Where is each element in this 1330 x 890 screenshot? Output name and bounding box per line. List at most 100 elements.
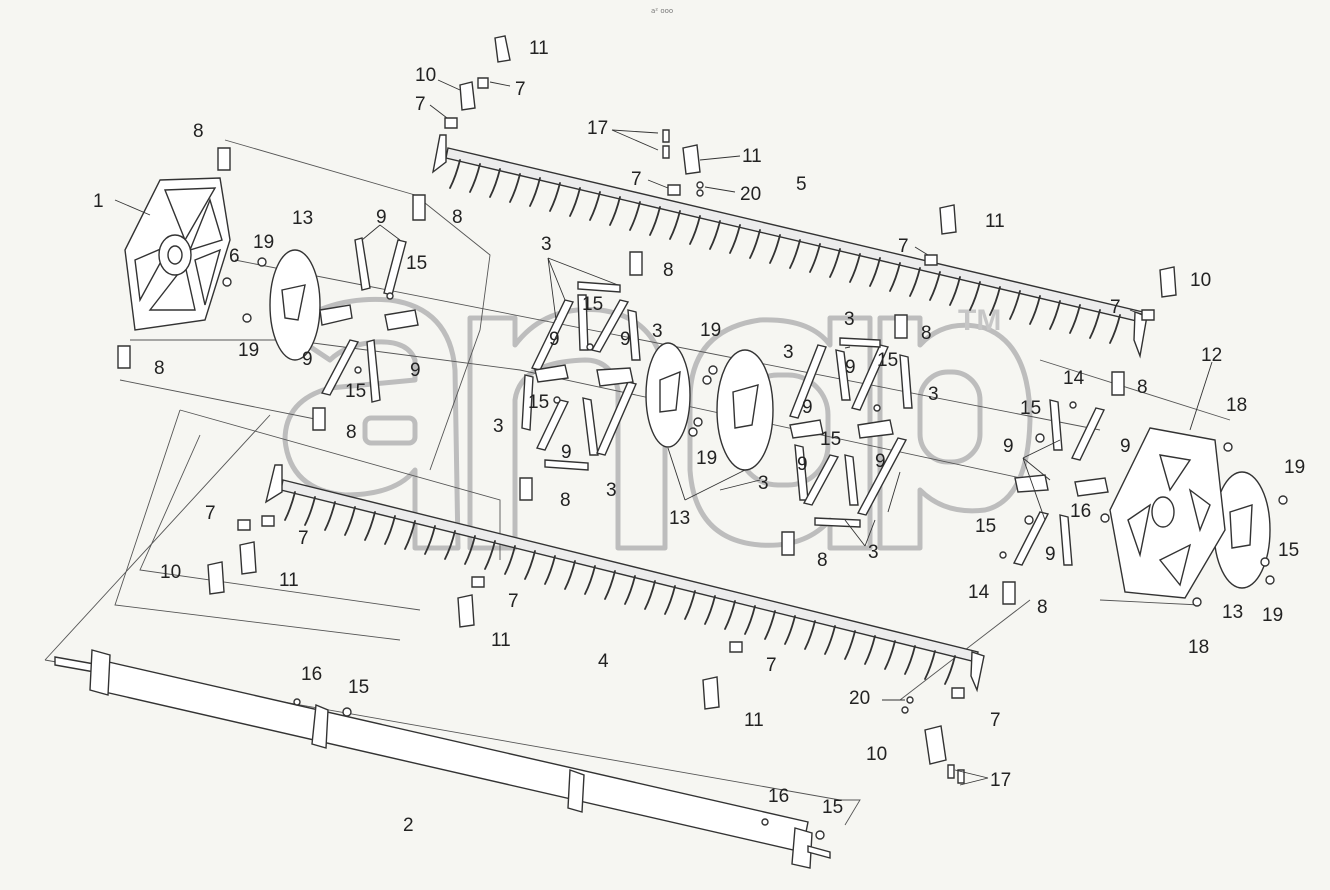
- callout-9: 9: [1003, 436, 1014, 457]
- callout-15: 15: [582, 294, 603, 315]
- callout-13: 13: [292, 208, 313, 229]
- callout-9: 9: [376, 207, 387, 228]
- callout-11: 11: [529, 38, 549, 59]
- callout-9: 9: [875, 451, 886, 472]
- reel-spider-left: [124, 177, 231, 331]
- callout-7: 7: [515, 79, 526, 100]
- callout-1: 1: [93, 191, 104, 212]
- callout-15: 15: [1020, 398, 1041, 419]
- callout-14: 14: [968, 582, 990, 603]
- leader-lines: [114, 79, 1213, 786]
- callout-labels: 1 2 3 3 3 3 3 3 3 3 3 4 5 6 7 7 7 7 7 7 …: [93, 38, 1305, 836]
- callout-11: 11: [985, 211, 1005, 232]
- callout-8: 8: [817, 550, 828, 571]
- callout-11: 11: [491, 630, 511, 651]
- callout-15: 15: [820, 429, 841, 450]
- tine-bar-lower: [264, 464, 985, 693]
- callout-3: 3: [758, 473, 769, 494]
- callout-8: 8: [663, 260, 674, 281]
- callout-8: 8: [921, 323, 932, 344]
- callout-7: 7: [298, 528, 309, 549]
- reel-spider-right: [1109, 427, 1226, 599]
- callout-9: 9: [561, 442, 572, 463]
- tine-bar-upper: [431, 134, 1148, 359]
- hardware-parts: [117, 35, 1288, 840]
- callout-11: 11: [742, 146, 762, 167]
- callout-7: 7: [1110, 297, 1121, 318]
- callout-7: 7: [898, 236, 909, 257]
- callout-5: 5: [796, 174, 807, 195]
- callout-3: 3: [928, 384, 939, 405]
- callout-8: 8: [1137, 377, 1148, 398]
- callout-15: 15: [877, 350, 898, 371]
- callout-3: 3: [868, 542, 879, 563]
- callout-7: 7: [631, 169, 642, 190]
- callout-15: 15: [975, 516, 996, 537]
- trademark-mark: TM: [958, 304, 1001, 337]
- callout-19: 19: [700, 320, 721, 341]
- callout-9: 9: [797, 454, 808, 475]
- callout-15: 15: [406, 253, 427, 274]
- callout-16: 16: [301, 664, 322, 685]
- reel-disk-center-a: [645, 342, 691, 448]
- reel-arms: [319, 237, 1109, 566]
- callout-15: 15: [345, 381, 366, 402]
- callout-10: 10: [160, 562, 181, 583]
- callout-20: 20: [849, 688, 870, 709]
- callout-3: 3: [541, 234, 552, 255]
- callout-9: 9: [845, 357, 856, 378]
- callout-16: 16: [768, 786, 789, 807]
- callout-7: 7: [415, 94, 426, 115]
- callout-10: 10: [1190, 270, 1211, 291]
- callout-7: 7: [508, 591, 519, 612]
- reel-disk-center-b: [716, 349, 774, 471]
- callout-2: 2: [403, 815, 414, 836]
- callout-10: 10: [866, 744, 887, 765]
- callout-19: 19: [238, 340, 259, 361]
- callout-9: 9: [1045, 544, 1056, 565]
- callout-17: 17: [587, 118, 608, 139]
- callout-15: 15: [822, 797, 843, 818]
- callout-13: 13: [669, 508, 690, 529]
- callout-15: 15: [528, 392, 549, 413]
- callout-9: 9: [410, 360, 421, 381]
- callout-10: 10: [415, 65, 436, 86]
- callout-7: 7: [990, 710, 1001, 731]
- callout-8: 8: [1037, 597, 1048, 618]
- callout-4: 4: [598, 651, 609, 672]
- callout-9: 9: [802, 397, 813, 418]
- callout-15: 15: [348, 677, 369, 698]
- header-caption: a² ooo: [651, 7, 673, 15]
- callout-3: 3: [844, 309, 855, 330]
- callout-3: 3: [493, 416, 504, 437]
- callout-3: 3: [783, 342, 794, 363]
- callout-6: 6: [229, 246, 240, 267]
- callout-3: 3: [606, 480, 617, 501]
- callout-12: 12: [1201, 345, 1222, 366]
- callout-18: 18: [1226, 395, 1247, 416]
- callout-19: 19: [1284, 457, 1305, 478]
- callout-9: 9: [302, 349, 313, 370]
- callout-11: 11: [279, 570, 299, 591]
- callout-15: 15: [1278, 540, 1299, 561]
- callout-19: 19: [253, 232, 274, 253]
- callout-18: 18: [1188, 637, 1209, 658]
- callout-19: 19: [696, 448, 717, 469]
- reel-disk-left: [269, 249, 321, 361]
- callout-3: 3: [652, 321, 663, 342]
- callout-9: 9: [620, 329, 631, 350]
- callout-11: 11: [744, 710, 764, 731]
- callout-8: 8: [346, 422, 357, 443]
- callout-9: 9: [1120, 436, 1131, 457]
- callout-9: 9: [549, 329, 560, 350]
- callout-8: 8: [452, 207, 463, 228]
- callout-13: 13: [1222, 602, 1243, 623]
- callout-8: 8: [560, 490, 571, 511]
- callout-14: 14: [1063, 368, 1085, 389]
- callout-7: 7: [205, 503, 216, 524]
- callout-17: 17: [990, 770, 1011, 791]
- callout-20: 20: [740, 184, 761, 205]
- callout-7: 7: [766, 655, 777, 676]
